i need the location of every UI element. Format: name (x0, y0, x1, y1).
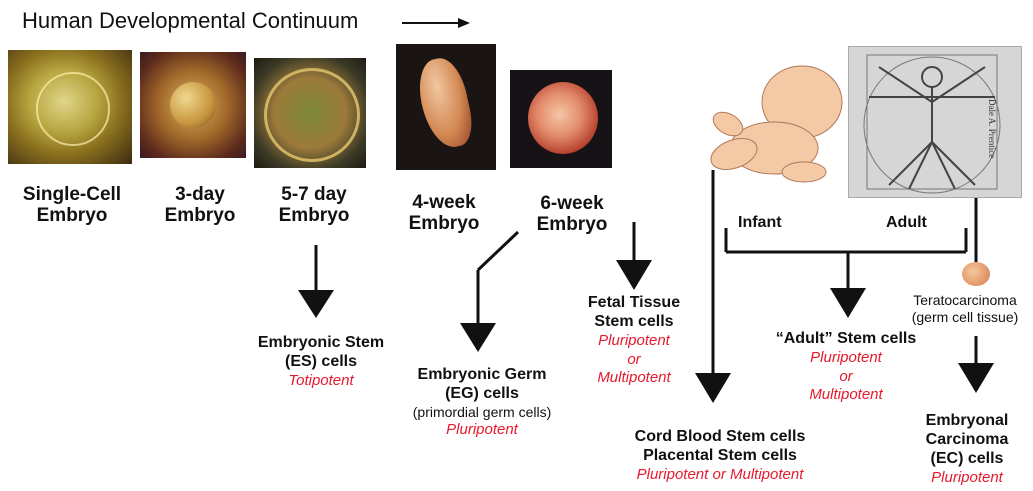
eg-name-line1: Embryonic Germ (382, 366, 582, 385)
ec-name-line2: Carcinoma (904, 431, 1030, 450)
embryo-body (413, 54, 477, 152)
cord-name-line1: Cord Blood Stem cells (600, 428, 840, 447)
stage-label-4-week: 4-week Embryo (392, 192, 496, 235)
eg-cells-node: Embryonic Germ (EG) cells (primordial ge… (382, 366, 582, 439)
teratocarcinoma-tissue-icon (962, 262, 990, 286)
ec-cells-node: Embryonal Carcinoma (EC) cells Pluripote… (904, 412, 1030, 487)
eg-arrow (460, 232, 518, 352)
adult-potency-line2: or (748, 368, 944, 387)
terato-line2: (germ cell tissue) (898, 309, 1032, 326)
eg-name-line2: (EG) cells (382, 385, 582, 404)
four-week-embryo-image (396, 44, 496, 170)
ec-arrow (958, 336, 994, 393)
single-cell-embryo-image (8, 50, 132, 164)
embryo-sac (528, 82, 598, 154)
teratocarcinoma-node: Teratocarcinoma (germ cell tissue) (898, 292, 1032, 326)
fetal-potency-line3: Multipotent (560, 369, 708, 388)
terato-line1: Teratocarcinoma (898, 292, 1032, 309)
cell-membrane (36, 72, 110, 146)
cord-potency: Pluripotent or Multipotent (600, 466, 840, 485)
vitruvian-man-drawing: Dale A. Prentice (848, 46, 1022, 198)
stage-label-infant: Infant (738, 214, 808, 232)
fetal-cells-node: Fetal Tissue Stem cells Pluripotent or M… (560, 294, 708, 388)
infant-drawing (704, 62, 850, 184)
image-credit: Dale A. Prentice (987, 99, 997, 158)
blastocyst-ring (264, 68, 360, 162)
es-name-line1: Embryonic Stem (226, 334, 416, 353)
stage-label-3-day: 3-day Embryo (150, 184, 250, 227)
ec-potency: Pluripotent (904, 469, 1030, 488)
cord-cells-node: Cord Blood Stem cells Placental Stem cel… (600, 428, 840, 485)
fetal-name-line2: Stem cells (560, 313, 708, 332)
eg-note: (primordial germ cells) (382, 404, 582, 421)
adult-potency-line1: Pluripotent (748, 349, 944, 368)
title-arrow (402, 18, 470, 28)
ec-name-line3: (EC) cells (904, 450, 1030, 469)
blastocyst-embryo-image (254, 58, 366, 168)
fetal-potency-line1: Pluripotent (560, 332, 708, 351)
morula-embryo-image (140, 52, 246, 158)
cell-cluster (170, 82, 216, 128)
es-arrow (298, 245, 334, 318)
stage-label-adult: Adult (886, 214, 956, 232)
adult-cells-node: “Adult” Stem cells Pluripotent or Multip… (748, 330, 944, 405)
adult-name: “Adult” Stem cells (748, 330, 944, 349)
adult-potency-line3: Multipotent (748, 386, 944, 405)
stage-label-single-cell: Single-Cell Embryo (8, 184, 136, 227)
stage-label-5-7-day: 5-7 day Embryo (262, 184, 366, 227)
ec-name-line1: Embryonal (904, 412, 1030, 431)
fetal-name-line1: Fetal Tissue (560, 294, 708, 313)
six-week-embryo-image (510, 70, 612, 168)
eg-potency: Pluripotent (382, 421, 582, 440)
cord-name-line2: Placental Stem cells (600, 447, 840, 466)
fetal-potency-line2: or (560, 351, 708, 370)
stage-label-6-week: 6-week Embryo (520, 193, 624, 236)
